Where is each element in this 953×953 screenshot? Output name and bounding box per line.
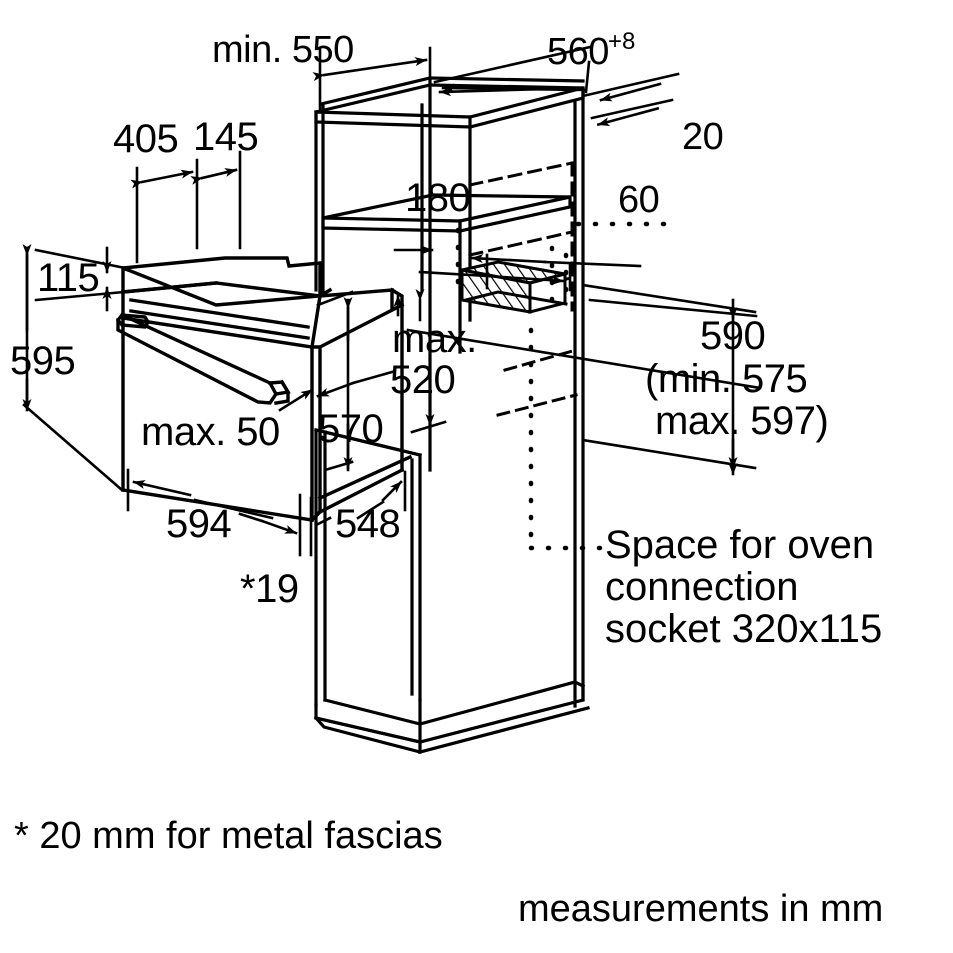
dim-label-max-50: max. 50 xyxy=(141,410,280,454)
socket-dim-arrows xyxy=(418,253,642,292)
dim-max50-arrow xyxy=(278,388,314,412)
dim-label-595: 595 xyxy=(10,339,76,383)
dim-label-min-550: min. 550 xyxy=(212,29,354,71)
dim-min-550 xyxy=(312,46,432,112)
dim-560-arrow xyxy=(438,86,584,97)
hidden-lines-socket xyxy=(496,348,578,417)
dim-548 xyxy=(356,470,407,520)
dim-label-590: 590 xyxy=(700,314,766,358)
upper-cabinet-carcass xyxy=(314,76,585,708)
dim-label-max: max. xyxy=(392,317,477,361)
dim-label-590-max: max. 597) xyxy=(655,399,829,443)
dim-594 xyxy=(126,468,274,520)
dim-label-19: *19 xyxy=(240,567,299,611)
dim-405-145 xyxy=(130,150,242,264)
dim-label-180: 180 xyxy=(405,176,471,220)
socket-callout-dotted xyxy=(528,327,607,551)
dim-label-520: 520 xyxy=(390,358,456,402)
fascia-footnote: * 20 mm for metal fascias xyxy=(14,815,443,857)
dim-label-570: 570 xyxy=(318,407,384,451)
dim-label-548: 548 xyxy=(335,502,401,546)
dim-label-560: 560 xyxy=(547,31,609,73)
socket-note-line-3: socket 320x115 xyxy=(605,607,883,651)
dim-label-60: 60 xyxy=(618,179,660,221)
lower-cabinet-carcass xyxy=(313,428,590,755)
dim-max50-arrow-right xyxy=(316,370,394,398)
dim-label-560-tolerance: +8 xyxy=(608,28,636,55)
dim-115 xyxy=(34,246,127,312)
dim-label-405: 405 xyxy=(113,117,179,161)
dim-label-115: 115 xyxy=(37,256,100,300)
dim-595 xyxy=(22,244,124,492)
leader-590-upper xyxy=(588,298,758,318)
dim-label-20: 20 xyxy=(682,116,724,158)
oven-appliance xyxy=(115,256,413,523)
dim-label-145: 145 xyxy=(193,115,259,159)
leader-lines xyxy=(406,328,762,390)
socket-hatched-block xyxy=(460,260,568,314)
socket-note-line-2: connection xyxy=(605,565,799,609)
units-footnote: measurements in mm xyxy=(518,888,884,930)
dim-20-lower-arrow xyxy=(596,106,660,127)
dim-20 xyxy=(581,72,680,120)
socket-note-line-1: Space for oven xyxy=(605,523,875,567)
dim-max520 xyxy=(393,289,447,434)
dim-label-594: 594 xyxy=(166,502,232,546)
dim-label-590-min: (min. 575 xyxy=(645,357,808,401)
dim-19 xyxy=(238,493,332,557)
